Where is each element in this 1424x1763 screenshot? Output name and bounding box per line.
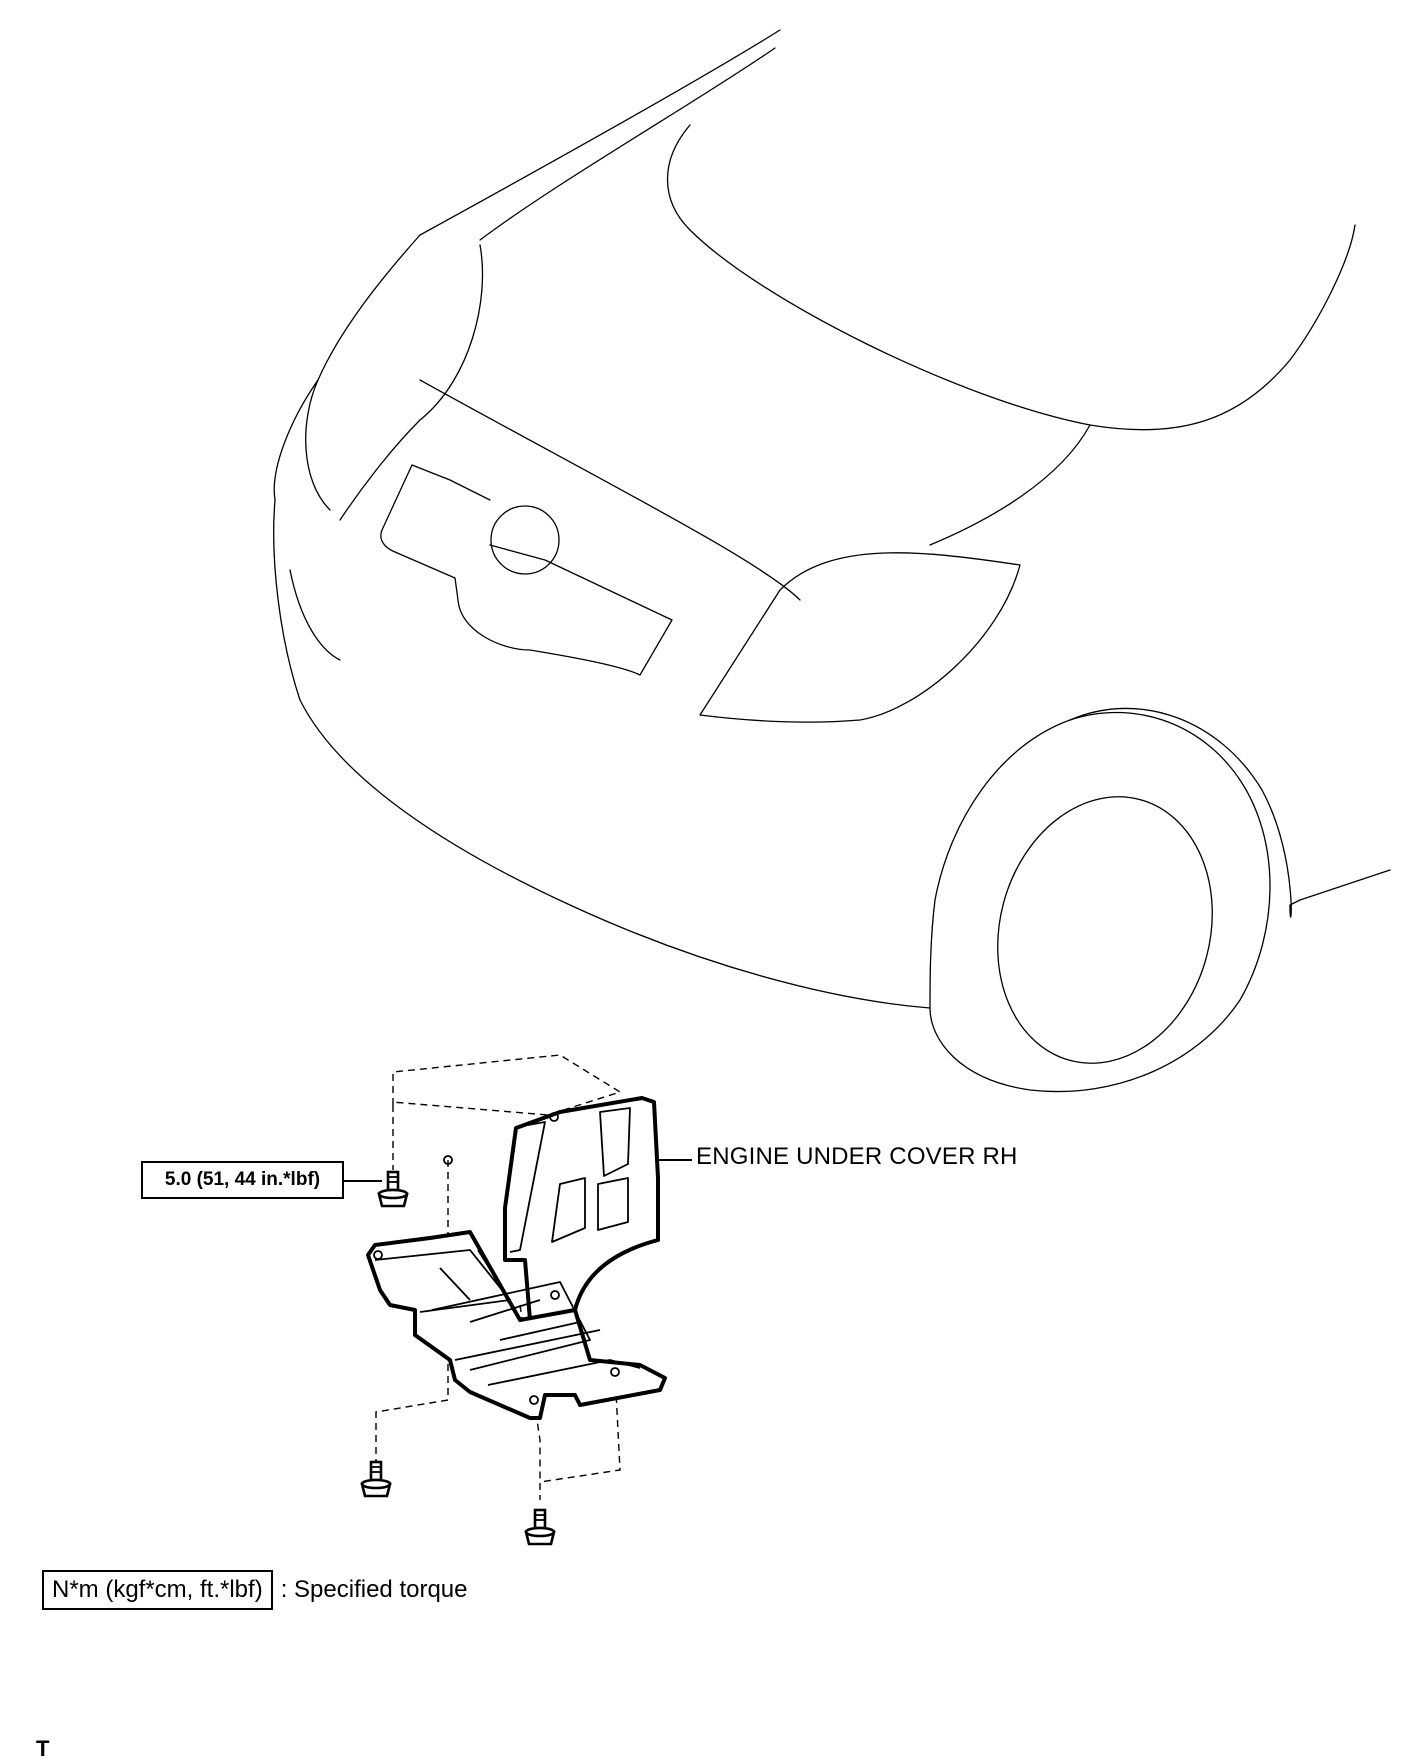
torque-legend: N*m (kgf*cm, ft.*lbf) : Specified torque (42, 1570, 468, 1610)
engine-under-cover-rh (366, 1096, 667, 1420)
bolt-upper (377, 1170, 409, 1208)
torque-callout: 5.0 (51, 44 in.*lbf) (141, 1161, 344, 1199)
corner-mark: T (36, 1736, 50, 1761)
bolt-lower-right (524, 1508, 556, 1546)
vehicle-front-outline (273, 29, 1391, 1093)
bolt-lower-left (360, 1460, 392, 1498)
installation-guide-lines (375, 1054, 622, 1500)
part-name-label: ENGINE UNDER COVER RH (696, 1143, 1018, 1170)
legend-description: : Specified torque (280, 1576, 468, 1603)
legend-unit-box: N*m (kgf*cm, ft.*lbf) (42, 1570, 273, 1610)
